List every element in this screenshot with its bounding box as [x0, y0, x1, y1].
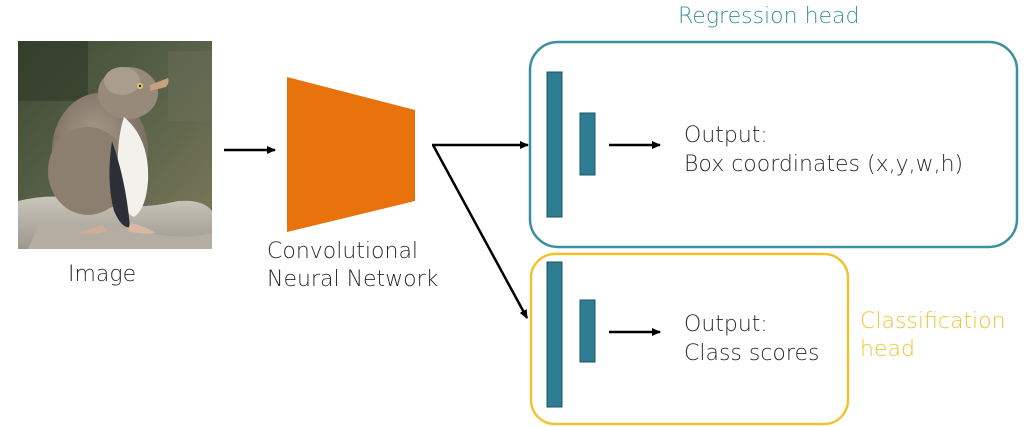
cnn-label-line1: Convolutional — [267, 239, 419, 264]
regression-fc-layer-2 — [579, 112, 596, 176]
regression-output-line1: Output: — [684, 123, 768, 148]
classification-output-line2: Class scores — [684, 341, 820, 367]
penguin-image — [18, 41, 212, 249]
classification-output-line1: Output: — [684, 312, 768, 337]
classification-fc-layer-2 — [579, 299, 596, 363]
regression-output-line2: Box coordinates (x,y,w,h) — [684, 152, 964, 178]
image-label: Image — [68, 262, 137, 287]
classification-fc-layer-1 — [546, 261, 563, 408]
regression-output-text: Output: Box coordinates (x,y,w,h) — [684, 121, 963, 180]
classification-head-title: Classification head — [860, 308, 1006, 363]
cnn-label-line2: Neural Network — [267, 266, 439, 292]
classification-head-title-line1: Classification — [860, 309, 1006, 334]
penguin-photo — [18, 41, 212, 249]
regression-fc-layer-1 — [546, 71, 563, 218]
classification-output-text: Output: Class scores — [684, 310, 819, 369]
classification-head-title-line2: head — [860, 336, 915, 362]
regression-head-title: Regression head — [678, 4, 860, 29]
regression-head-box — [528, 40, 1019, 249]
arrow-to-classification — [431, 144, 529, 319]
classification-head-box — [529, 252, 850, 426]
cnn-label: Convolutional Neural Network — [267, 238, 438, 293]
cnn-block — [287, 77, 415, 232]
